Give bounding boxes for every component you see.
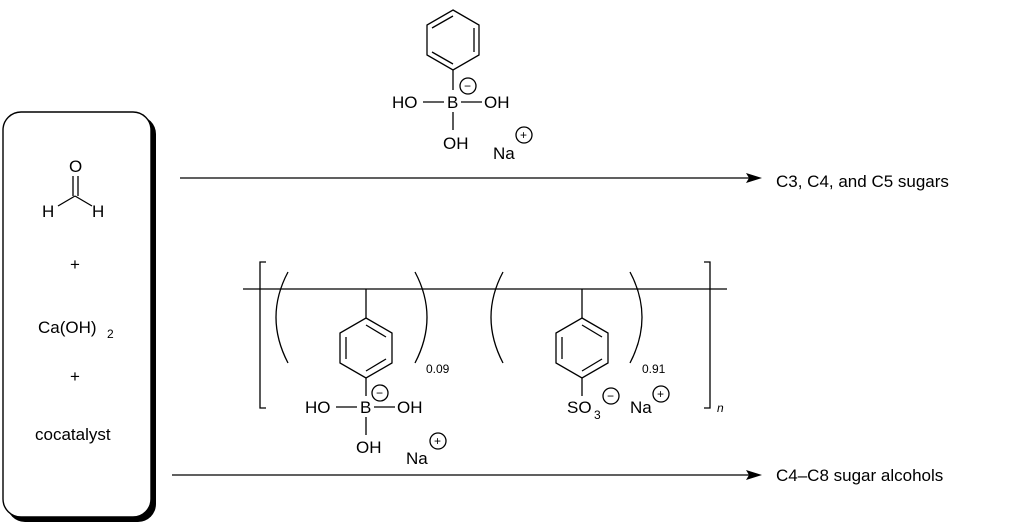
hydroxyl-label: OH	[397, 398, 423, 417]
unit-fraction-sulfonate: 0.91	[642, 362, 666, 376]
calcium-hydroxide-subscript: 2	[107, 327, 114, 341]
hydroxyl-label: OH	[356, 438, 382, 457]
polymer-cocatalyst: n 0.09 0.91 B − HO OH OH Na + SO 3	[243, 261, 727, 468]
cocatalyst-label: cocatalyst	[35, 425, 111, 444]
sodium-label: Na	[406, 449, 428, 468]
negative-charge: −	[607, 389, 614, 403]
hydroxyl-label: OH	[443, 134, 469, 153]
calcium-hydroxide: Ca(OH)	[38, 318, 97, 337]
sulfonate-subscript: 3	[594, 408, 601, 422]
plus-sign: +	[70, 255, 80, 274]
positive-charge-icon	[652, 385, 670, 403]
hydrogen-label: H	[92, 202, 104, 221]
negative-charge-icon	[459, 77, 477, 95]
boron-label: B	[447, 93, 458, 112]
reactant-box	[2, 111, 156, 522]
negative-charge: −	[376, 386, 383, 400]
hydroxyl-label: HO	[305, 398, 331, 417]
product-sugars: C3, C4, and C5 sugars	[776, 172, 949, 191]
sodium-label: Na	[630, 398, 652, 417]
formaldehyde: O H H	[42, 157, 104, 221]
product-sugar-alcohols: C4–C8 sugar alcohols	[776, 466, 943, 485]
reaction-arrow-top	[180, 173, 762, 183]
sodium-phenyltrihydroxyborate: B − HO OH OH Na +	[392, 9, 533, 163]
negative-charge-icon	[371, 384, 389, 402]
hydroxyl-label: OH	[484, 93, 510, 112]
negative-charge: −	[464, 79, 471, 93]
repeat-count: n	[717, 401, 724, 415]
plus-sign: +	[70, 367, 80, 386]
positive-charge: +	[520, 128, 527, 142]
positive-charge: +	[434, 434, 441, 448]
hydroxyl-label: HO	[392, 93, 418, 112]
positive-charge-icon	[429, 432, 447, 450]
sulfonate-label: SO	[567, 398, 592, 417]
boron-label: B	[360, 398, 371, 417]
negative-charge-icon	[602, 387, 620, 405]
positive-charge: +	[657, 387, 664, 401]
oxygen-label: O	[69, 157, 82, 176]
reaction-arrow-bottom	[172, 470, 762, 480]
unit-fraction-borate: 0.09	[426, 362, 450, 376]
positive-charge-icon	[515, 126, 533, 144]
hydrogen-label: H	[42, 202, 54, 221]
sodium-label: Na	[493, 144, 515, 163]
